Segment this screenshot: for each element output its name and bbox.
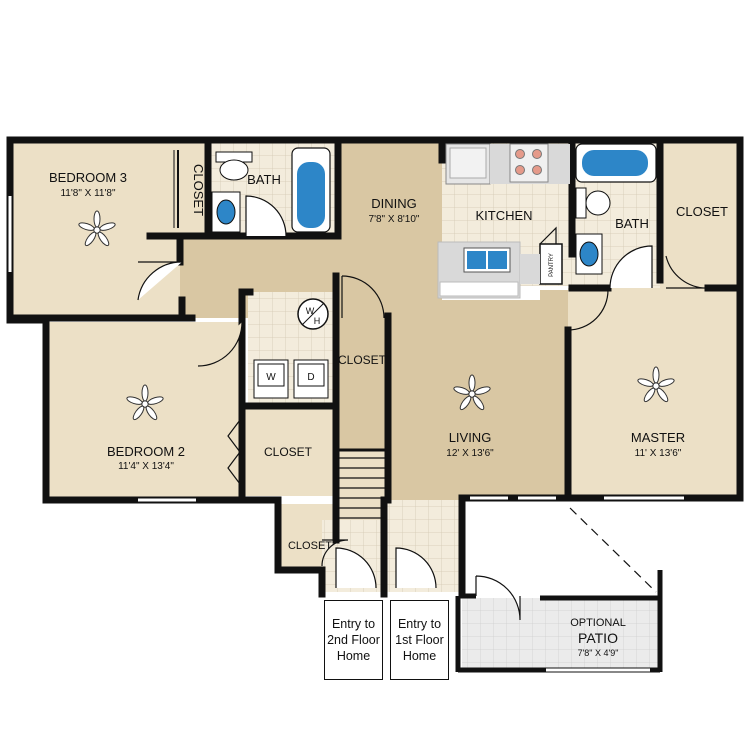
laundry-fixtures xyxy=(253,298,329,399)
bedroom2-closet-label: CLOSET xyxy=(264,445,313,459)
kitchen-name: KITCHEN xyxy=(475,208,532,223)
living-name: LIVING xyxy=(449,430,492,445)
bath2-name: BATH xyxy=(615,216,649,231)
entry-closet-label: CLOSET xyxy=(288,540,332,552)
bed2-closet-floor xyxy=(240,406,334,496)
windows xyxy=(8,196,684,672)
dining-name: DINING xyxy=(371,196,417,211)
dining-floor xyxy=(336,142,442,318)
hall-closet-floor xyxy=(338,316,388,450)
stairs xyxy=(338,457,386,519)
hall-closet-label: CLOSET xyxy=(338,353,387,367)
bedroom3-name: BEDROOM 3 xyxy=(49,170,127,185)
living-dims: 12' X 13'6" xyxy=(446,448,494,459)
patio-name: PATIO xyxy=(578,630,618,646)
toilet-icon xyxy=(575,187,587,219)
dining-dims: 7'8" X 8'10" xyxy=(369,214,420,225)
pantry-label: PANTRY xyxy=(549,253,555,277)
master-closet-floor xyxy=(660,142,738,288)
bath1-name: BATH xyxy=(247,172,281,187)
bed3-closet-floor xyxy=(176,142,208,234)
bedroom2-name: BEDROOM 2 xyxy=(107,444,185,459)
water-heater-h: H xyxy=(314,316,321,326)
bedroom3-dims: 11'8" X 11'8" xyxy=(60,188,115,199)
bedroom2-floor xyxy=(48,322,242,498)
dryer-label: D xyxy=(307,372,314,383)
water-heater-w: W xyxy=(306,306,315,316)
living-floor-right xyxy=(540,290,570,330)
doors xyxy=(137,150,709,621)
bedroom2-dims: 11'4" X 13'4" xyxy=(118,461,174,472)
master-dims: 11' X 13'6" xyxy=(635,448,682,459)
kitchen-fixtures xyxy=(437,143,570,299)
bath1-fixtures xyxy=(211,147,331,233)
entry-2nd-floor-label: Entry to 2nd Floor Home xyxy=(324,600,383,680)
labels: BEDROOM 3 11'8" X 11'8" BATH DINING 7'8"… xyxy=(49,164,728,658)
bath2-fixtures xyxy=(575,143,657,275)
patio-optional: OPTIONAL xyxy=(570,617,626,629)
stove-icon xyxy=(509,143,549,183)
washer-label: W xyxy=(266,372,276,383)
patio-floor xyxy=(462,598,660,668)
bedroom3-closet-label: CLOSET xyxy=(191,164,206,216)
patio-dims: 7'8" X 4'9" xyxy=(578,648,619,658)
master-name: MASTER xyxy=(631,430,685,445)
master-closet-label: CLOSET xyxy=(676,204,728,219)
kitchen-counter-right xyxy=(520,254,540,284)
entry-1st-floor-label: Entry to 1st Floor Home xyxy=(390,600,449,680)
